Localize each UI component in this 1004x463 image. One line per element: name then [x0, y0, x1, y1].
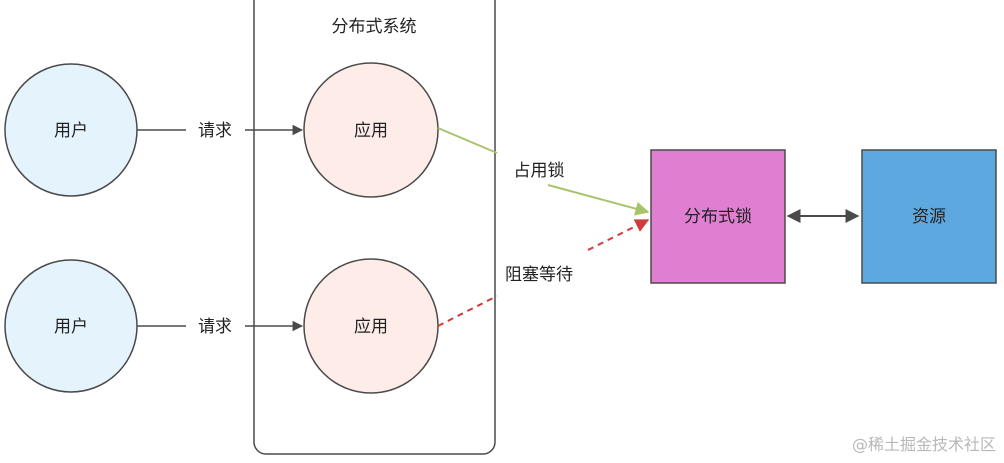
request-label-1: 请求 — [198, 121, 232, 141]
blocked-wait-edge-arrow — [587, 219, 650, 251]
distributed-system-title: 分布式系统 — [332, 17, 417, 37]
resource-node — [861, 149, 997, 284]
distributed-system-container — [253, 0, 496, 455]
acquire-lock-edge-arrow — [547, 184, 650, 216]
distributed-lock-node — [650, 149, 786, 284]
app-node-2-label: 应用 — [354, 317, 388, 337]
user-node-2-label: 用户 — [54, 317, 88, 337]
watermark: @稀土掘金技术社区 — [852, 435, 996, 454]
app-node-1-label: 应用 — [354, 121, 388, 141]
user-node-1-label: 用户 — [54, 121, 88, 141]
acquire-lock-label: 占用锁 — [514, 161, 565, 181]
request-label-2: 请求 — [198, 317, 232, 337]
resource-label: 资源 — [912, 207, 946, 227]
distributed-lock-label: 分布式锁 — [684, 207, 752, 227]
app-node-1 — [303, 62, 439, 198]
blocked-wait-label: 阻塞等待 — [505, 265, 573, 285]
blocked-wait-edge-start — [437, 295, 498, 327]
acquire-lock-edge-start — [437, 127, 498, 154]
